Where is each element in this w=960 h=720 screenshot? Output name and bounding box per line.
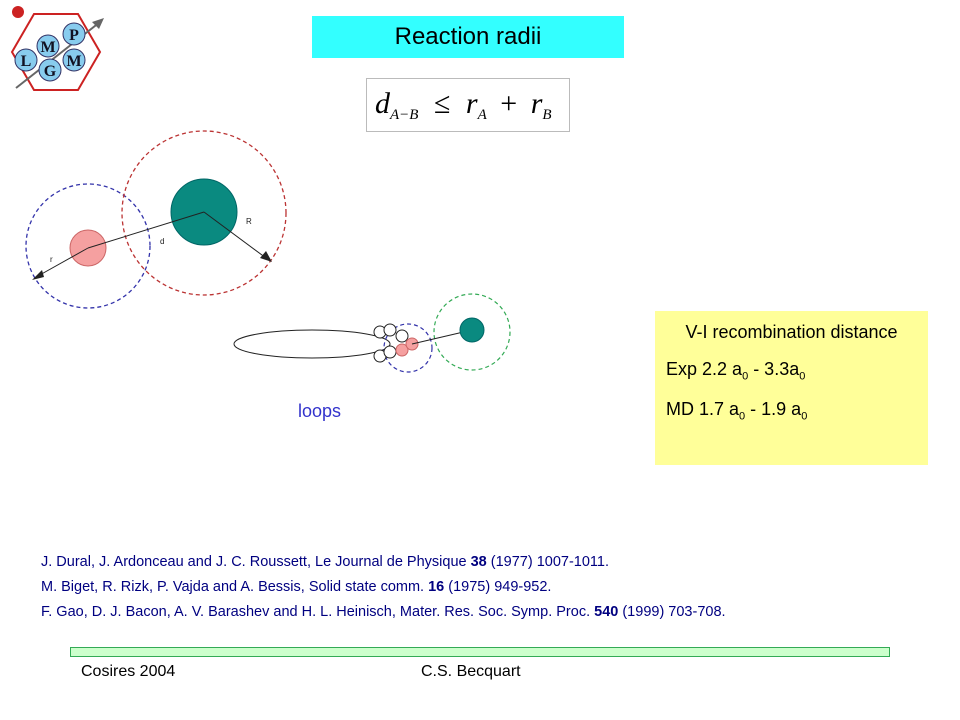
reference-text: (1999) 703-708.: [618, 604, 726, 620]
formula-box: dA−B ≤ rA + rB: [366, 78, 570, 132]
loop-diagram: [233, 293, 511, 373]
reference-volume: 16: [428, 579, 445, 595]
reference-volume: 540: [594, 604, 619, 620]
reference-item: J. Dural, J. Ardonceau and J. C. Rousset…: [41, 550, 726, 575]
vi-md-row: MD 1.7 a0 - 1.9 a0: [666, 399, 928, 423]
distance-line: [87, 211, 205, 249]
small-radius-label: r: [50, 255, 53, 264]
slide-title-text: Reaction radii: [394, 23, 542, 50]
distance-label: d: [160, 237, 164, 246]
reference-text: F. Gao, D. J. Bacon, A. V. Barashev and …: [41, 604, 595, 620]
vi-md-sub2: 0: [801, 410, 808, 423]
loop-atom: [395, 329, 409, 343]
formula-term1-var: r: [466, 87, 478, 120]
vi-exp-label: Exp 2.2 a: [666, 359, 743, 379]
lmgpm-logo: L M G P M: [10, 6, 104, 91]
large-radius-label: R: [246, 217, 252, 226]
reference-text: (1977) 1007-1011.: [486, 554, 610, 570]
reference-item: M. Biget, R. Rizk, P. Vajda and A. Bessi…: [41, 575, 726, 600]
vi-exp-row: Exp 2.2 a0 - 3.3a0: [666, 359, 928, 383]
svg-text:dA−B ≤ rA +: dA−B ≤ rA + rB: [375, 87, 552, 126]
logo-letter-g: G: [44, 63, 57, 80]
interstitial-capture-circle-green: [433, 293, 511, 371]
vi-recombination-box: V-I recombination distance Exp 2.2 a0 - …: [655, 311, 928, 465]
logo-letter-m2: M: [66, 53, 81, 70]
loop-atom: [383, 345, 397, 359]
logo-letter-l: L: [21, 53, 32, 70]
formula-relation: ≤: [434, 87, 450, 120]
reference-item: F. Gao, D. J. Bacon, A. V. Barashev and …: [41, 600, 726, 625]
references: J. Dural, J. Ardonceau and J. C. Rousset…: [41, 550, 726, 625]
slide-title: Reaction radii: [312, 16, 624, 58]
vi-md-sub: 0: [739, 410, 746, 423]
loops-label: loops: [298, 401, 342, 421]
loop-capture-circle-blue: [383, 323, 433, 373]
vi-exp-sub: 0: [742, 370, 749, 383]
vacancy-atom: [395, 343, 409, 357]
reference-volume: 38: [470, 554, 487, 570]
reference-text: J. Dural, J. Ardonceau and J. C. Rousset…: [41, 554, 471, 570]
vi-exp-sub2: 0: [799, 370, 806, 383]
loop-atom: [383, 323, 397, 337]
vi-exp-sep: - 3.3a: [748, 359, 800, 379]
reference-text: M. Biget, R. Rizk, P. Vajda and A. Bessi…: [41, 579, 429, 595]
large-capture-radius-circle: [121, 130, 287, 296]
small-capture-radius-circle: [25, 183, 151, 309]
vi-md-label: MD 1.7 a: [666, 398, 740, 419]
large-radius-arrow: [203, 211, 267, 259]
logo-letter-m1: M: [40, 39, 55, 56]
reaction-radii-diagram: r d R: [25, 130, 287, 309]
formula: dA−B ≤ rA + rB: [375, 87, 552, 126]
formula-lhs-sub: A−B: [389, 107, 418, 123]
footer-divider-bar: [70, 647, 890, 657]
footer-author: C.S. Becquart: [421, 663, 521, 680]
formula-plus: +: [500, 87, 517, 120]
small-radius-arrow: [37, 247, 89, 277]
dislocation-loop: [233, 329, 391, 359]
formula-term2-sub: B: [542, 107, 551, 123]
formula-term2-var: r: [531, 87, 543, 120]
vi-md-sep: - 1.9 a: [745, 398, 802, 419]
formula-term1-sub: A: [477, 107, 488, 123]
reference-text: (1975) 949-952.: [444, 579, 552, 595]
logo-letter-p: P: [69, 27, 79, 44]
vi-box-title: V-I recombination distance: [685, 322, 898, 342]
footer-conference: Cosires 2004: [81, 663, 176, 680]
interstitial-sphere: [459, 317, 485, 343]
formula-lhs-var: d: [375, 87, 391, 120]
